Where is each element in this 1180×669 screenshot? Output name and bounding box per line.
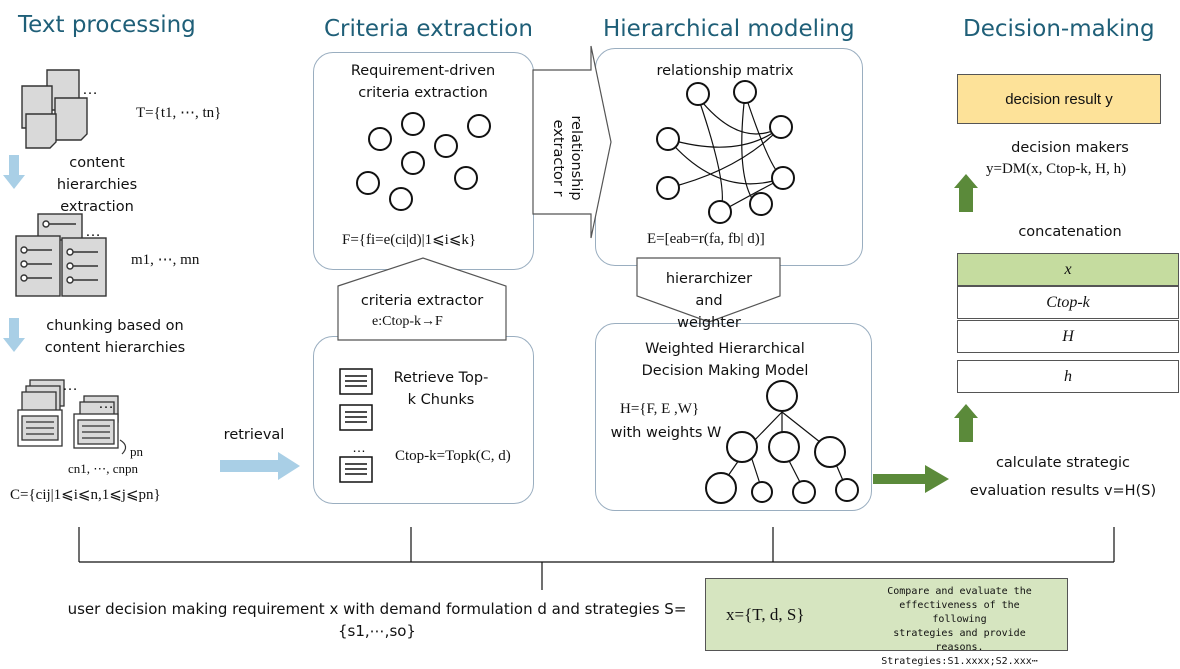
- relationship-node-icon: [656, 80, 795, 224]
- t-formula: T={t1, ⋯, tn}: [136, 105, 222, 121]
- header-hierarchical-modeling: Hierarchical modeling: [603, 16, 855, 42]
- green-right-arrow-icon: [873, 465, 949, 493]
- pn-label: pn: [130, 444, 143, 459]
- concat-cell-x: x: [957, 253, 1179, 286]
- concat-cell-ctop: Ctop-k: [957, 286, 1179, 319]
- y-formula: y=DM(x, Ctop-k, H, h): [986, 161, 1127, 177]
- c-formula: C={cij|1⩽i⩽n,1⩽j⩽pn}: [10, 487, 161, 503]
- svg-text:…: …: [85, 223, 101, 240]
- concat-cell-h-lower: h: [957, 360, 1179, 393]
- relationship-extractor-label: relationship extractor r: [550, 115, 584, 201]
- criteria-extractor-label: criteria extractor: [360, 293, 484, 309]
- green-up-arrow-icon: [954, 174, 978, 212]
- prompt-line: Strategies:S1.xxxx;S2.xxx⋯: [881, 656, 1038, 667]
- header-text-processing: Text processing: [18, 12, 196, 38]
- hierarchizer-label: hierarchizer and weighter: [665, 271, 753, 331]
- f-formula: F={fi=e(ci|d)|1⩽i⩽k}: [342, 232, 477, 248]
- document-stack-icon: [21, 69, 88, 149]
- m-formula: m1, ⋯, mn: [131, 252, 200, 268]
- x-formula: x={T, d, S}: [726, 605, 805, 624]
- chunk-stack-icon: [17, 379, 119, 449]
- hierarchy-node-icon: [705, 380, 859, 504]
- retrieve-topk-label: Retrieve Top-k Chunks: [393, 370, 489, 408]
- retrieval-arrow-icon: [220, 452, 300, 480]
- hierarchy-document-icon: [15, 213, 107, 297]
- hierarchizer-arrow: [636, 257, 781, 323]
- svg-text:…: …: [352, 439, 366, 455]
- criteria-node-icon: [356, 112, 491, 211]
- calculate-results-label: calculate strategic evaluation results v…: [969, 455, 1157, 499]
- prompt-text: Compare and evaluate the effectiveness o…: [872, 585, 1047, 669]
- decision-result-label: decision result y: [1005, 90, 1113, 108]
- concat-cell-h-upper: H: [957, 320, 1179, 353]
- retrieval-label: retrieval: [223, 427, 285, 443]
- cn-label: cn1, ⋯, cnpn: [68, 461, 139, 476]
- weights-label: with weights W: [610, 425, 722, 441]
- e-formula: E=[eab=r(fa, fb| d)]: [647, 231, 765, 247]
- svg-text:…: …: [82, 81, 98, 98]
- decision-makers-label: decision makers: [1011, 140, 1129, 156]
- content-hierarchies-label: content hierarchies extraction: [56, 155, 138, 215]
- requirement-driven-title: Requirement-driven criteria extraction: [350, 63, 496, 101]
- chunking-label: chunking based on content hierarchies: [44, 318, 186, 356]
- prompt-line: Compare and evaluate the: [887, 586, 1032, 597]
- down-arrow-icon: [3, 155, 25, 352]
- svg-text:…: …: [98, 395, 114, 412]
- user-requirement-label: user decision making requirement x with …: [67, 600, 687, 640]
- extractor-formula: e:Ctop-k→F: [372, 314, 443, 329]
- relationship-matrix-title: relationship matrix: [656, 63, 794, 79]
- chunk-icon: [339, 368, 373, 483]
- svg-text:…: …: [62, 377, 78, 394]
- ctop-formula: Ctop-k=Topk(C, d): [395, 448, 511, 464]
- header-criteria-extraction: Criteria extraction: [324, 16, 533, 42]
- concatenation-label: concatenation: [1018, 224, 1122, 240]
- x-input-box: x={T, d, S} Compare and evaluate the eff…: [705, 578, 1068, 667]
- h-formula: H={F, E ,W}: [620, 401, 700, 417]
- header-decision-making: Decision-making: [963, 16, 1155, 42]
- relationship-extractor-arrow: [532, 45, 612, 239]
- decision-result-box: decision result y: [957, 74, 1161, 124]
- prompt-line: effectiveness of the following: [899, 600, 1020, 625]
- criteria-extractor-arrow: [337, 257, 507, 341]
- bottom-bracket: [78, 527, 1115, 590]
- green-up-arrow-icon: [954, 404, 978, 442]
- relationship-matrix-panel: [595, 48, 863, 266]
- prompt-line: strategies and provide reasons.: [893, 628, 1026, 653]
- weighted-model-title: Weighted Hierarchical Decision Making Mo…: [641, 341, 809, 379]
